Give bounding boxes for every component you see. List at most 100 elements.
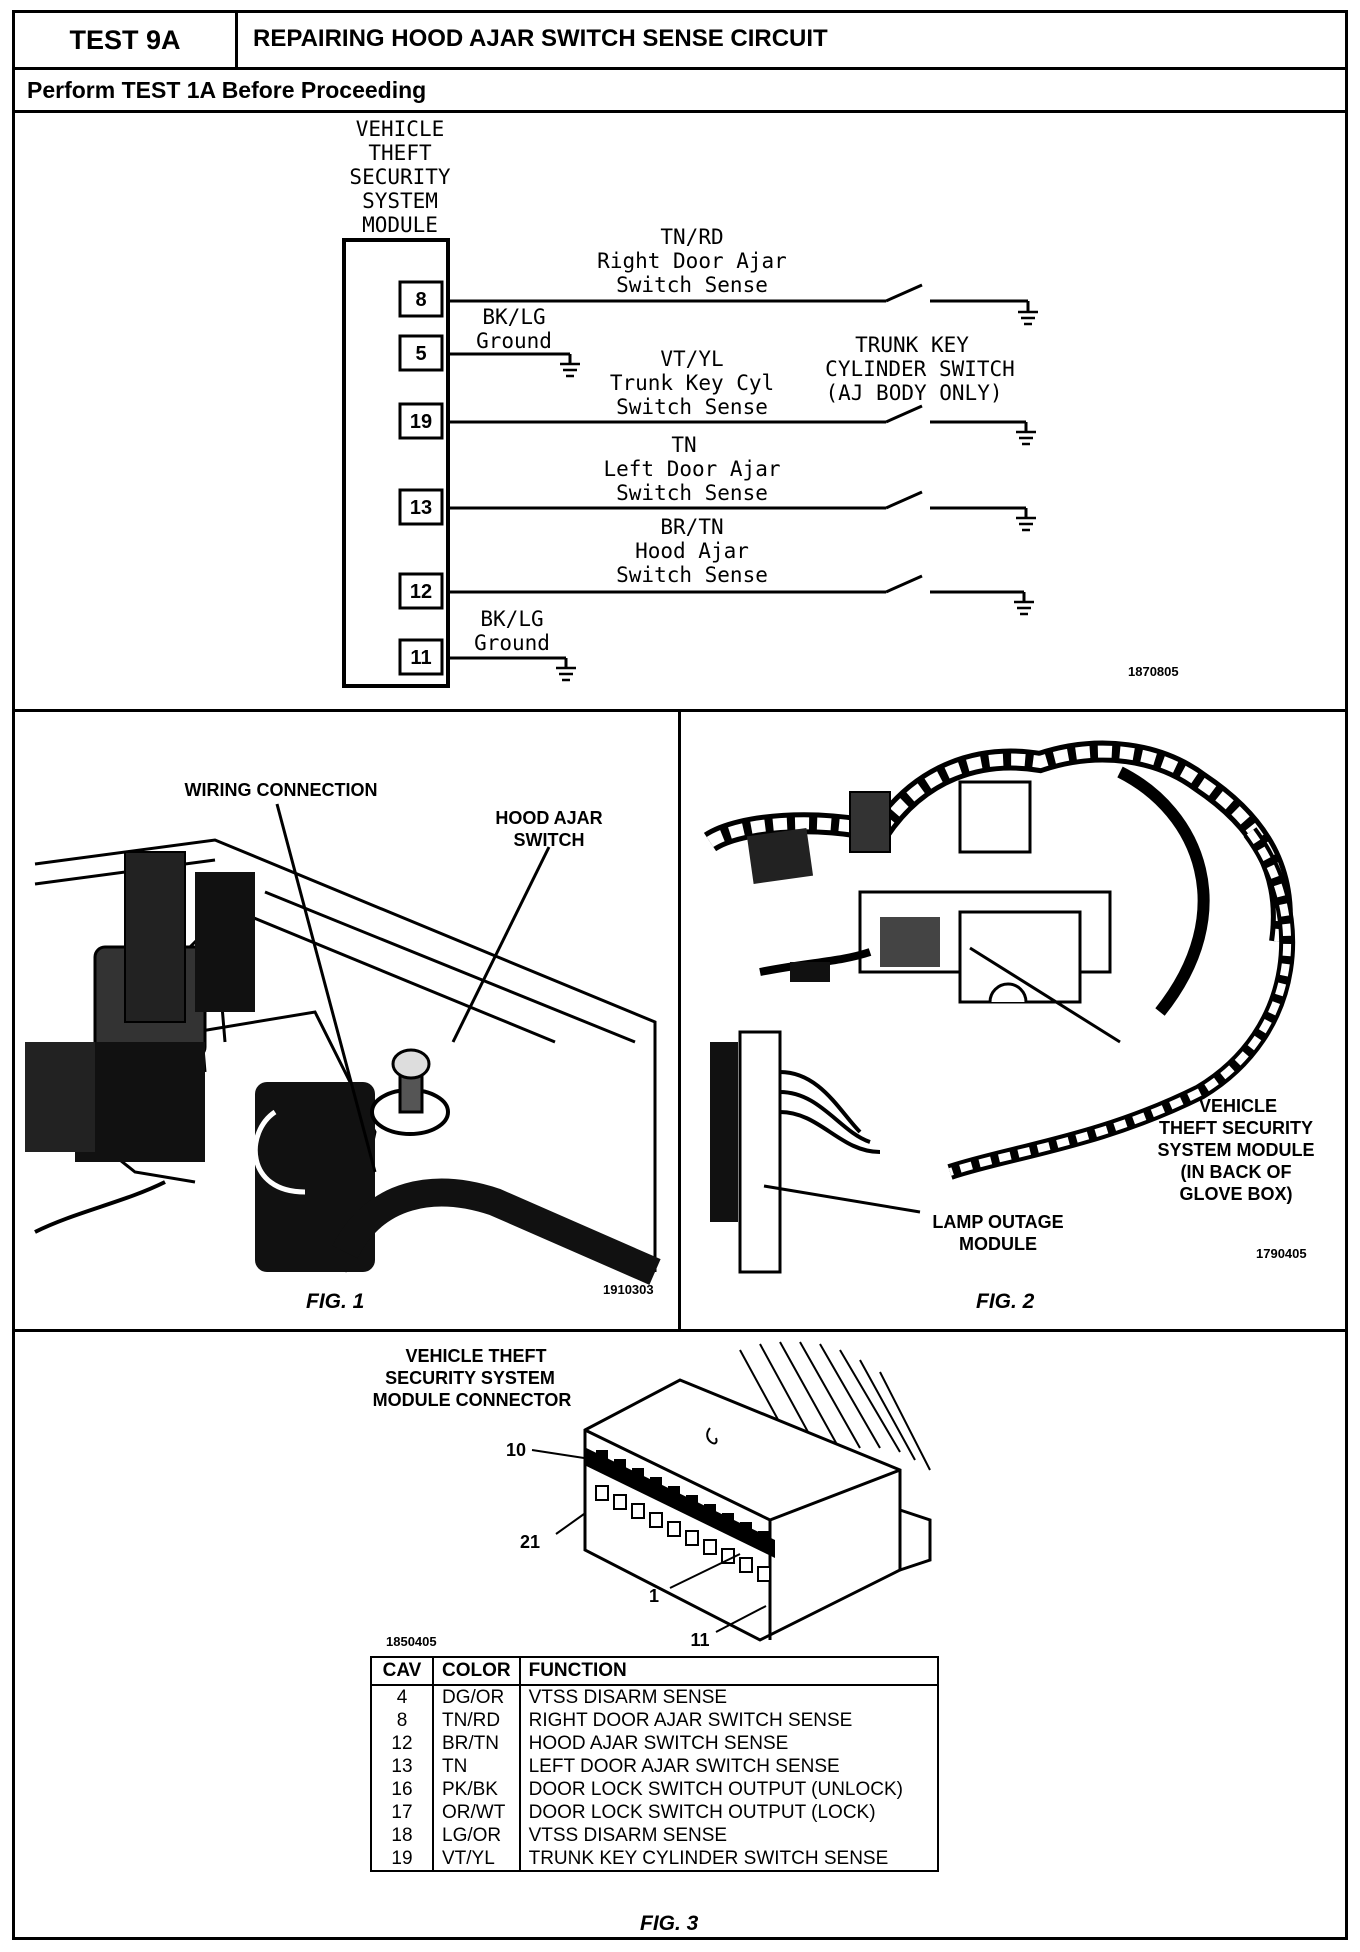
fig3-connector-illustration: VEHICLE THEFT SECURITY SYSTEM MODULE CON…	[373, 1341, 932, 1650]
color-cell: TN	[433, 1755, 521, 1778]
cav-cell: 13	[371, 1755, 434, 1778]
function-cell: DOOR LOCK SWITCH OUTPUT (LOCK)	[528, 1802, 876, 1823]
wire-label: Switch Sense	[616, 481, 768, 505]
wire-label: VT/YL	[660, 347, 723, 371]
pin-box	[398, 488, 444, 526]
vtss-module-label: GLOVE BOX)	[1179, 1184, 1292, 1204]
wire-label: TN	[671, 433, 696, 457]
pin-box	[398, 280, 444, 318]
wiring-connector	[255, 1082, 375, 1272]
pin-number: 19	[410, 411, 432, 433]
fig2-caption: FIG. 2	[976, 1290, 1035, 1313]
cavity-callout: 10	[506, 1440, 526, 1460]
leader-line	[763, 1184, 921, 1214]
wire-label: Switch Sense	[616, 273, 768, 297]
fig1-engine-illustration: WIRING CONNECTION HOOD AJAR SWITCH 19103…	[25, 780, 661, 1297]
color-cell: BR/TN	[433, 1732, 521, 1755]
module-box	[342, 238, 450, 688]
color-cell: VT/YL	[433, 1847, 521, 1871]
color-cell: DG/OR	[433, 1685, 521, 1709]
pin-box	[398, 638, 444, 676]
wire-label: Switch Sense	[616, 563, 768, 587]
connector-label: VEHICLE THEFT	[405, 1346, 546, 1366]
cavity-callout: 1	[649, 1586, 659, 1606]
pin-number: 5	[415, 343, 426, 365]
wire-label: Left Door Ajar	[603, 457, 780, 481]
pin-number: 8	[415, 289, 426, 311]
relay-base	[75, 1042, 205, 1162]
ground-symbol	[1014, 600, 1034, 616]
color-cell: LG/OR	[433, 1824, 521, 1847]
hood-ajar-switch-label: HOOD AJAR	[495, 808, 602, 828]
vtss-module-label: VEHICLE	[1199, 1096, 1277, 1116]
switch-label: (AJ BODY ONLY)	[825, 381, 1002, 405]
wire-label: Hood Ajar	[635, 539, 749, 563]
fig2-glovebox-illustration: VEHICLE THEFT SECURITY SYSTEM MODULE (IN…	[703, 740, 1315, 1274]
module-label-line: VEHICLE	[356, 117, 445, 141]
leader-line	[669, 1553, 741, 1589]
wire-label: BR/TN	[660, 515, 723, 539]
leader-line	[969, 946, 1121, 1044]
switch-label: TRUNK KEY	[855, 333, 969, 357]
pin-box	[398, 572, 444, 610]
module-label-line: MODULE	[362, 213, 438, 237]
column-header: COLOR	[432, 1656, 521, 1686]
pin-box	[398, 402, 444, 440]
fig1-caption: FIG. 1	[306, 1290, 365, 1313]
hood-ajar-switch	[391, 1048, 431, 1080]
figure-code: 1790405	[1256, 1246, 1307, 1261]
connector-label: MODULE CONNECTOR	[373, 1390, 572, 1410]
pin-box	[398, 334, 444, 372]
test-id: TEST 9A	[15, 13, 238, 67]
ground-symbol	[1016, 516, 1036, 532]
wire-label: Ground	[476, 329, 552, 353]
vtss-module-label: SYSTEM MODULE	[1157, 1140, 1314, 1160]
column-header: FUNCTION	[518, 1656, 939, 1686]
function-cell: VTSS DISARM SENSE	[528, 1687, 728, 1708]
column-header: CAV	[370, 1656, 434, 1686]
leader-line	[555, 1513, 585, 1535]
lamp-outage-module	[738, 1030, 782, 1274]
figure-code: 1870805	[1128, 664, 1179, 679]
header-bar: TEST 9A REPAIRING HOOD AJAR SWITCH SENSE…	[15, 13, 1345, 70]
wiring-schematic: VEHICLE THEFT SECURITY SYSTEM MODULE 8 5…	[342, 117, 1179, 688]
figure-code: 1850405	[386, 1634, 437, 1649]
table-header-row: CAV COLOR FUNCTION	[370, 1656, 939, 1686]
wire-harness	[332, 1178, 661, 1285]
wire-label: TN/RD	[660, 225, 723, 249]
cavity-callout: 21	[520, 1532, 540, 1552]
ground-symbol	[556, 666, 576, 682]
leader-line	[275, 803, 377, 1173]
wire-label: BK/LG	[482, 305, 545, 329]
module-label-line: SYSTEM	[362, 189, 438, 213]
function-cell: RIGHT DOOR AJAR SWITCH SENSE	[528, 1710, 853, 1731]
divider	[15, 110, 1345, 113]
leader-line	[451, 846, 551, 1043]
color-cell: TN/RD	[433, 1709, 521, 1732]
cavity-callout: 11	[690, 1630, 709, 1650]
module-label-line: SECURITY	[349, 165, 451, 189]
lamp-outage-label: MODULE	[959, 1234, 1037, 1254]
prerequisite-note: Perform TEST 1A Before Proceeding	[27, 77, 427, 103]
test-page: TEST 9A REPAIRING HOOD AJAR SWITCH SENSE…	[12, 10, 1348, 1940]
function-cell: DOOR LOCK SWITCH OUTPUT (UNLOCK)	[528, 1779, 903, 1800]
pin-number: 13	[410, 497, 432, 519]
cav-cell: 8	[371, 1709, 434, 1732]
wiring-connection-label: WIRING CONNECTION	[185, 780, 378, 800]
cav-cell: 12	[371, 1732, 434, 1755]
wire-label: Switch Sense	[616, 395, 768, 419]
pin-number: 11	[410, 647, 431, 669]
wire-label: Trunk Key Cyl	[610, 371, 774, 395]
cav-cell: 16	[371, 1778, 434, 1801]
module-label-line: THEFT	[368, 141, 432, 165]
switch-label: CYLINDER SWITCH	[825, 357, 1015, 381]
ground-symbol	[1016, 430, 1036, 446]
wire-label: Right Door Ajar	[597, 249, 787, 273]
